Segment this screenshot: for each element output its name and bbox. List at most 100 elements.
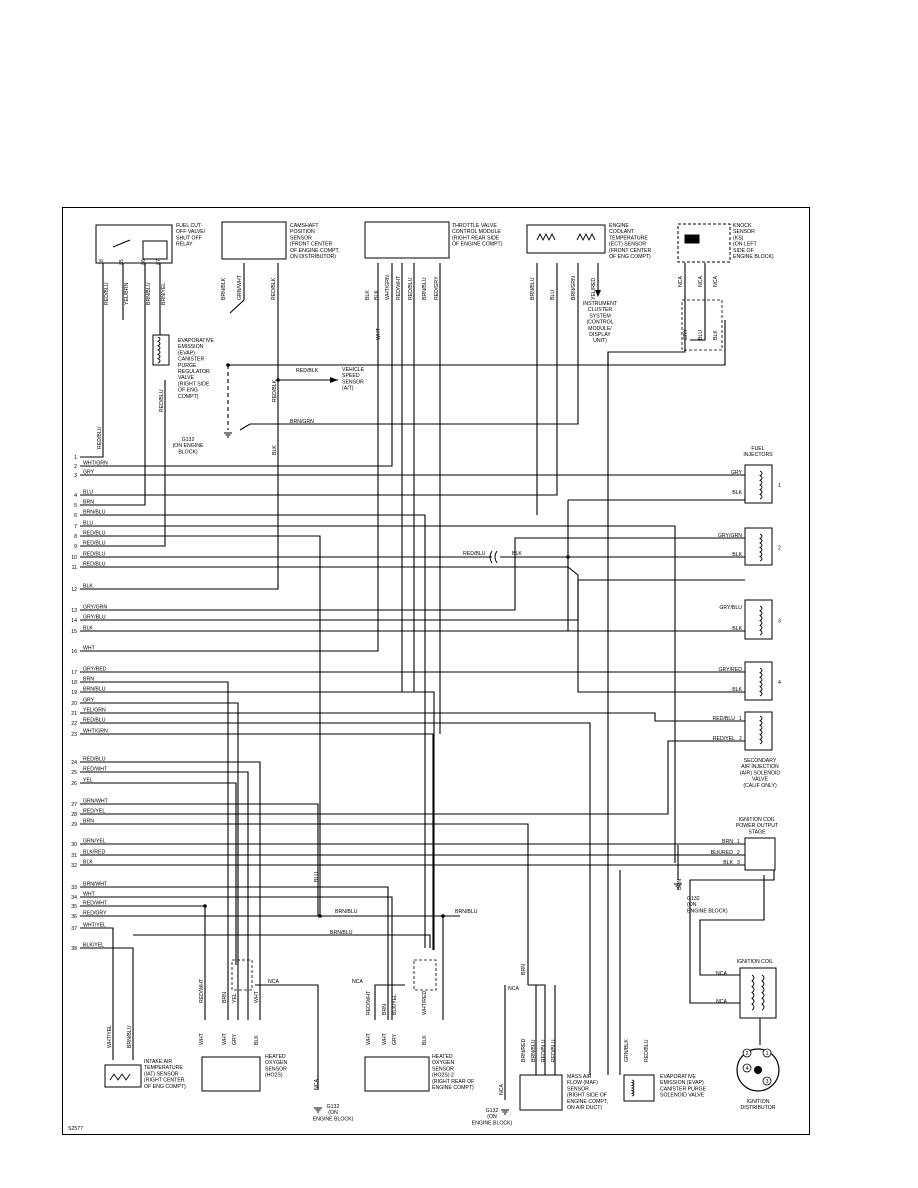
wire-maf-brn — [528, 984, 546, 1075]
relay-pin-number: 85 — [119, 259, 125, 265]
evap-solenoid-valve — [623, 1074, 655, 1102]
wire-cam-grn — [229, 263, 245, 314]
wire-nca-g132 — [255, 984, 319, 1090]
relay-pin-number: 87 — [156, 259, 162, 265]
coil-symbol — [759, 605, 763, 636]
coil-symbol — [759, 715, 763, 745]
cam-wire-color: BRN/BLK — [221, 277, 227, 300]
ho2s1-wire-color: BLK — [254, 1035, 260, 1045]
pcm-pin-wire-color: RED/WHT — [83, 767, 108, 773]
pcm-wire — [80, 771, 249, 1020]
ho2s1-wire-color: GRY — [232, 1033, 238, 1045]
ho2s1-wire-color: WHT — [254, 990, 260, 1003]
pcm-pin-number: 5 — [74, 503, 77, 509]
pcm-wire — [80, 263, 104, 458]
ect-sensor — [526, 224, 606, 254]
splice-dot — [441, 914, 445, 918]
ignition-power-stage — [744, 837, 776, 871]
pcm-pin-number: 23 — [71, 732, 77, 738]
distributor-terminal — [762, 1076, 772, 1086]
injector-pin1-color: BLK — [732, 552, 742, 558]
wire-blk-inj1 — [568, 495, 746, 501]
relay-pin-number: 18 — [99, 259, 105, 265]
pcm-wire — [80, 740, 745, 815]
pcm-pin-wire-color: GRY/GRN — [83, 605, 107, 611]
pcm-pin-number: 6 — [74, 513, 77, 519]
pcm-pin-wire-color: GRY — [83, 470, 95, 476]
pcm-wire — [80, 691, 435, 950]
wire-color-label: RED/BLK — [296, 368, 319, 374]
pcm-pin-number: 18 — [71, 680, 77, 686]
throttle-valve-module — [364, 221, 450, 259]
injector-number: 4 — [778, 680, 781, 686]
air-valve-wire-color: RED/YEL — [713, 736, 735, 742]
wire-ks-gry — [607, 263, 686, 365]
pcm-pin-number: 3 — [74, 473, 77, 479]
pcm-pin-wire-color: RED/BLU — [83, 552, 106, 558]
diagram-frame — [62, 207, 810, 1135]
fuel-injector-3 — [744, 599, 773, 640]
pcm-wire — [80, 263, 558, 496]
injector-number: 3 — [778, 619, 781, 625]
cam-wire-color: RED/BLK — [271, 277, 277, 300]
thermistor-symbol — [576, 232, 596, 242]
pcm-pin-number: 31 — [71, 853, 77, 859]
pcm-pin-wire-color: BLK/RED — [83, 850, 105, 856]
pcm-pin-number: 12 — [71, 587, 77, 593]
pcm-wire — [80, 263, 393, 467]
knock-nca-label: NCA — [713, 276, 719, 287]
injector-pin2-color: GRY/GRN — [718, 533, 742, 539]
thermistor-symbol — [109, 1073, 131, 1081]
wire-color-label: BLU — [314, 872, 320, 882]
throttle-wire-color: RED/WHT — [396, 275, 402, 300]
pcm-wire — [80, 947, 134, 1060]
ignition-stage-pin: 1 — [737, 839, 740, 845]
air-valve-pin: 2 — [739, 736, 742, 742]
pcm-pin-wire-color: WHT/YEL — [83, 923, 106, 929]
ho2s1-wire-color: WHT — [199, 1032, 205, 1045]
pcm-pin-wire-color: BLK — [83, 626, 93, 632]
ignition-stage-wire-color: BLK — [723, 860, 733, 866]
wire-color-label: BLK — [512, 551, 522, 557]
injector-pin1-color: BLK — [732, 490, 742, 496]
wire-color-label: RED/BLU — [463, 551, 486, 557]
inline-connector — [489, 550, 498, 564]
injector-number: 2 — [778, 546, 781, 552]
coil-symbol — [157, 336, 161, 364]
cam-wire-color: RED/BLK — [272, 379, 278, 402]
pcm-pin-wire-color: RED/BLU — [83, 718, 106, 724]
pcm-pin-number: 7 — [74, 524, 77, 530]
pcm-wire — [80, 702, 239, 1020]
pcm-pin-number: 4 — [74, 493, 77, 499]
distributor-terminal-number: 1 — [765, 1051, 768, 1057]
ho2s2-wire-color: WHT — [366, 1032, 372, 1045]
nca-label: NCA — [716, 971, 727, 977]
relay-wire-color: BRN/BLU — [146, 282, 152, 305]
camshaft-sensor — [221, 221, 287, 260]
evap-solenoid-wire-color: GRN/BLK — [624, 1039, 630, 1062]
pcm-pin-number: 11 — [72, 565, 77, 571]
injector-number: 1 — [778, 483, 781, 489]
ho2s2-shield — [413, 959, 437, 991]
coil-symbol — [759, 667, 763, 697]
thermistor-symbol — [536, 232, 556, 242]
throttle-wire-color: WHT — [376, 327, 382, 340]
distributor-terminal — [742, 1048, 752, 1058]
maf-sensor — [519, 1074, 563, 1111]
pcm-pin-number: 36 — [71, 914, 77, 920]
pcm-wire — [80, 514, 426, 948]
pcm-pin-number: 24 — [71, 760, 77, 766]
pcm-wire — [80, 886, 389, 1020]
evap-solenoid-wire-color: RED/BLU — [644, 1039, 650, 1062]
injector-pin2-color: GRY/BLU — [719, 605, 742, 611]
